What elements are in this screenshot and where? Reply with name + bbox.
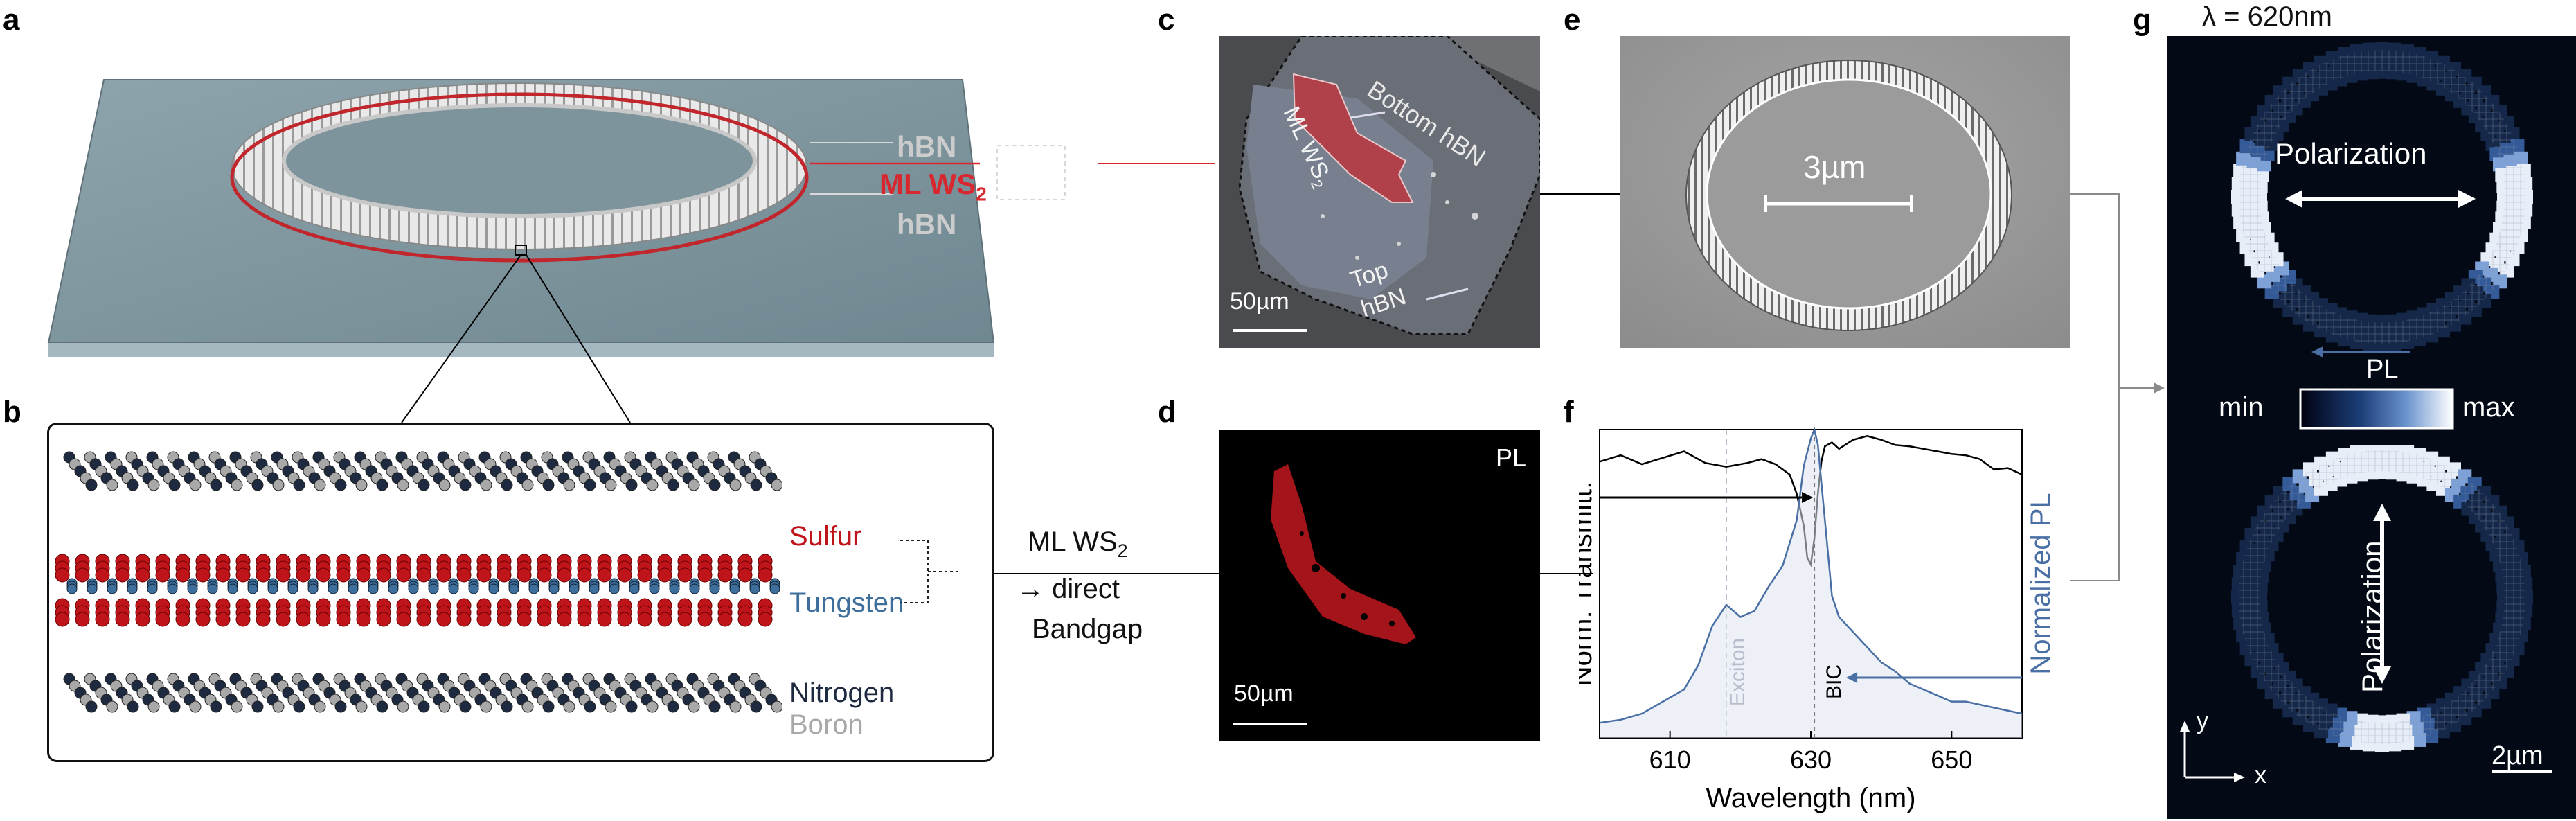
panel-letter-b: b	[3, 395, 21, 429]
note-direct: → direct	[1017, 574, 1120, 604]
panel-c-image	[1219, 36, 1540, 348]
colorbar	[2299, 388, 2454, 430]
panel-d-image	[1219, 430, 1540, 741]
bic-label: BIC	[1823, 664, 1845, 699]
g-cbar-max: max	[2462, 392, 2515, 423]
layer-label-bottom-hbn: hBN	[897, 208, 957, 240]
ring-outline	[2239, 50, 2525, 344]
layer-label-ml-ws2: ML WS2	[879, 168, 987, 205]
scalebar-c-label: 50µm	[1230, 288, 1289, 315]
ws2-sheet	[55, 554, 780, 627]
panel-letter-e: e	[1564, 3, 1581, 37]
label-pl-d: PL	[1496, 443, 1527, 472]
g-cbar-min: min	[2219, 392, 2264, 423]
pl-emission-region	[1271, 464, 1416, 644]
ring-hole	[284, 105, 755, 216]
scalebar-d-label: 50µm	[1234, 680, 1294, 707]
pl-fill	[1600, 430, 2022, 738]
label-boron: Boron	[789, 709, 864, 740]
panel-a-render	[47, 79, 995, 357]
x-tick-label: 630	[1790, 745, 1832, 774]
panel-letter-f: f	[1564, 395, 1574, 429]
g-axis-y: y	[2197, 708, 2208, 734]
label-sulfur: Sulfur	[789, 521, 862, 551]
note-ml-ws2: ML WS2	[1028, 527, 1128, 561]
pl-series	[1599, 426, 2023, 724]
y-axis-label-right: Normalized PL	[2025, 493, 2056, 674]
panel-letter-a: a	[3, 3, 20, 37]
y-axis-label: Norm. Transmitt.	[1579, 482, 1598, 687]
hbn-bottom-sheet	[63, 673, 782, 713]
g-pl-label: PL	[2366, 355, 2399, 384]
x-axis-label: Wavelength (nm)	[1706, 783, 1915, 813]
panel-e-image	[1620, 36, 2070, 348]
panel-letter-c: c	[1158, 3, 1175, 37]
bracket-dashed	[900, 540, 959, 603]
layer-label-top-hbn: hBN	[897, 130, 957, 163]
panel-letter-g: g	[2133, 3, 2152, 37]
label-tungsten: Tungsten	[789, 588, 904, 618]
g-title: λ = 620nm	[2202, 1, 2332, 32]
x-tick-label: 610	[1649, 745, 1691, 774]
g-axis-x: x	[2255, 762, 2266, 788]
g-scalebar-label: 2µm	[2492, 741, 2543, 770]
scalebar-e-label: 3µm	[1803, 149, 1866, 185]
top-hbn-flake	[1246, 85, 1433, 299]
ring-outline	[2239, 450, 2525, 744]
label-nitrogen: Nitrogen	[789, 678, 895, 708]
note-bandgap: Bandgap	[1032, 614, 1143, 644]
layer-callouts	[810, 142, 1066, 200]
g-polarization-top: Polarization	[2275, 137, 2427, 170]
hbn-top-sheet	[63, 451, 782, 491]
panel-letter-d: d	[1158, 395, 1177, 429]
panel-b-lattice	[55, 451, 782, 713]
panel-g-maps	[2167, 36, 2576, 819]
exciton-label: Exciton	[1726, 638, 1749, 706]
g-polarization-bottom: Polarization	[2356, 540, 2388, 693]
x-tick-label: 650	[1931, 745, 1972, 774]
